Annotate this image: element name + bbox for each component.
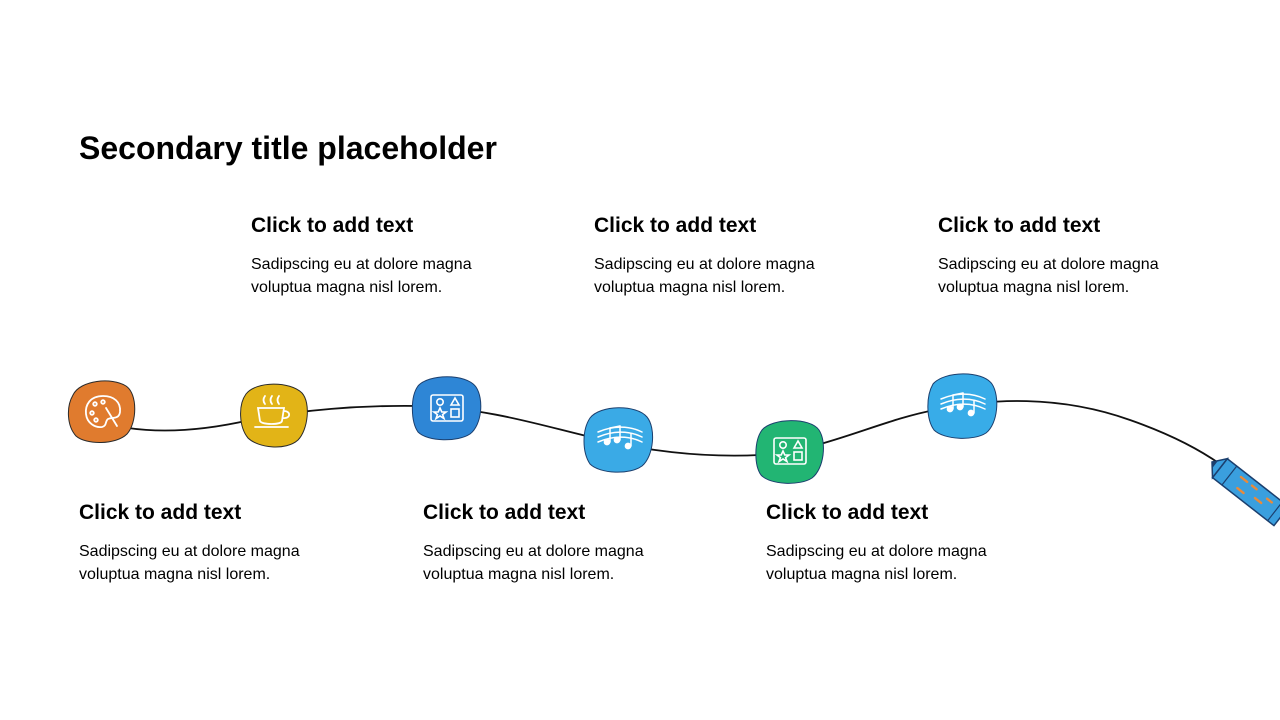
step-3-node[interactable] [411, 376, 482, 441]
step-3-text: Click to add text Sadipscing eu at dolor… [423, 500, 723, 586]
step-heading[interactable]: Click to add text [766, 501, 929, 524]
pen-body [1211, 457, 1280, 527]
pen-stripes [1236, 475, 1274, 505]
marker-pen-icon [1211, 457, 1280, 527]
music-notes-icon [940, 392, 986, 417]
step-1-text: Click to add text Sadipscing eu at dolor… [79, 500, 379, 586]
step-heading[interactable]: Click to add text [938, 214, 1101, 237]
step-node-blob [68, 380, 136, 443]
step-body[interactable]: Sadipscing eu at dolore magna voluptua m… [594, 256, 815, 296]
step-node-blob [755, 420, 824, 484]
step-node-blob [411, 376, 482, 441]
step-heading[interactable]: Click to add text [423, 501, 586, 524]
step-6-node[interactable] [927, 373, 998, 439]
step-5-node[interactable] [755, 420, 824, 484]
step-body[interactable]: Sadipscing eu at dolore magna voluptua m… [251, 256, 472, 296]
step-node-blob [240, 383, 308, 448]
step-5-text: Click to add text Sadipscing eu at dolor… [766, 500, 1066, 586]
step-heading[interactable]: Click to add text [594, 214, 757, 237]
shapes-board-icon [773, 437, 807, 465]
music-notes-icon [597, 425, 643, 450]
step-2-node[interactable] [240, 383, 308, 448]
palette-icon [85, 395, 121, 428]
step-heading[interactable]: Click to add text [79, 501, 242, 524]
step-2-text: Click to add text Sadipscing eu at dolor… [251, 213, 551, 299]
step-6-text: Click to add text Sadipscing eu at dolor… [938, 213, 1238, 299]
shapes-board-icon [430, 394, 464, 422]
step-body[interactable]: Sadipscing eu at dolore magna voluptua m… [423, 543, 644, 583]
step-1-node[interactable] [68, 380, 136, 443]
step-body[interactable]: Sadipscing eu at dolore magna voluptua m… [79, 543, 300, 583]
step-body[interactable]: Sadipscing eu at dolore magna voluptua m… [938, 256, 1159, 296]
pen-nib [1212, 461, 1218, 468]
page-title: Secondary title placeholder [79, 130, 497, 166]
step-heading[interactable]: Click to add text [251, 214, 414, 237]
step-body[interactable]: Sadipscing eu at dolore magna voluptua m… [766, 543, 987, 583]
step-4-node[interactable] [583, 407, 654, 473]
step-4-text: Click to add text Sadipscing eu at dolor… [594, 213, 894, 299]
coffee-cup-icon [254, 395, 291, 428]
